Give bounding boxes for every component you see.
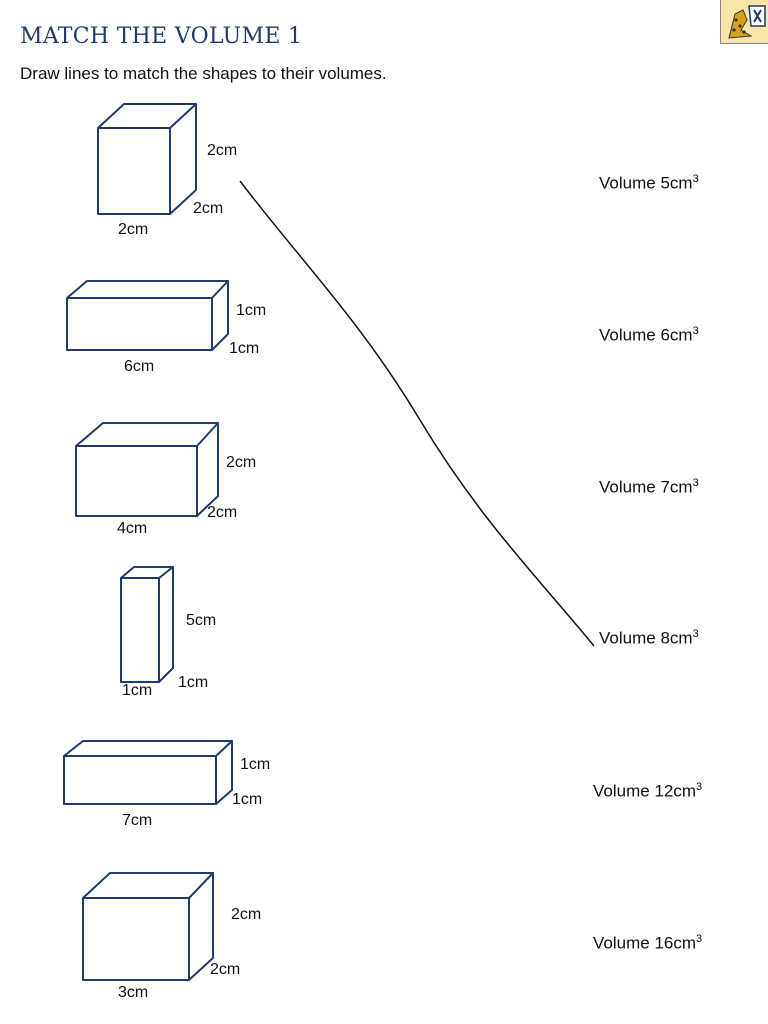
shape-4-depth-label: 1cm (178, 674, 209, 691)
shape-bar-5 (63, 740, 233, 805)
match-line (239, 180, 595, 647)
volume-option: Volume 5cm3 (599, 173, 699, 193)
shape-box-6 (82, 872, 214, 981)
shape-5-height-label: 1cm (240, 756, 271, 773)
shape-2-depth-label: 1cm (229, 340, 260, 357)
shape-3-width-label: 4cm (117, 520, 148, 537)
shape-box-3 (75, 422, 219, 517)
instructions-text: Draw lines to match the shapes to their … (20, 64, 387, 83)
shape-5-depth-label: 1cm (232, 791, 263, 808)
shape-2-width-label: 6cm (124, 358, 155, 375)
shape-4-width-label: 1cm (122, 682, 153, 699)
leopard-logo-icon (720, 0, 768, 44)
shape-1-height-label: 2cm (207, 142, 238, 159)
volume-option: Volume 6cm3 (599, 325, 699, 345)
shape-3-height-label: 2cm (226, 454, 257, 471)
shape-6-width-label: 3cm (118, 984, 149, 1001)
volume-option: Volume 7cm3 (599, 477, 699, 497)
shape-1-width-label: 2cm (118, 221, 149, 238)
shape-tower-4 (120, 566, 174, 683)
shape-2-height-label: 1cm (236, 302, 267, 319)
volume-option: Volume 16cm3 (593, 933, 703, 953)
shape-3-depth-label: 2cm (207, 504, 238, 521)
shape-6-height-label: 2cm (231, 906, 262, 923)
shape-1-depth-label: 2cm (193, 200, 224, 217)
worksheet-title: MATCH THE VOLUME 1 (20, 24, 303, 49)
shape-4-height-label: 5cm (186, 612, 217, 629)
shape-bar-2 (66, 280, 229, 351)
volume-option: Volume 12cm3 (593, 781, 703, 801)
shape-6-depth-label: 2cm (210, 961, 241, 978)
shape-cube-1 (97, 103, 197, 215)
shape-5-width-label: 7cm (122, 812, 153, 829)
volume-option: Volume 8cm3 (599, 628, 699, 648)
